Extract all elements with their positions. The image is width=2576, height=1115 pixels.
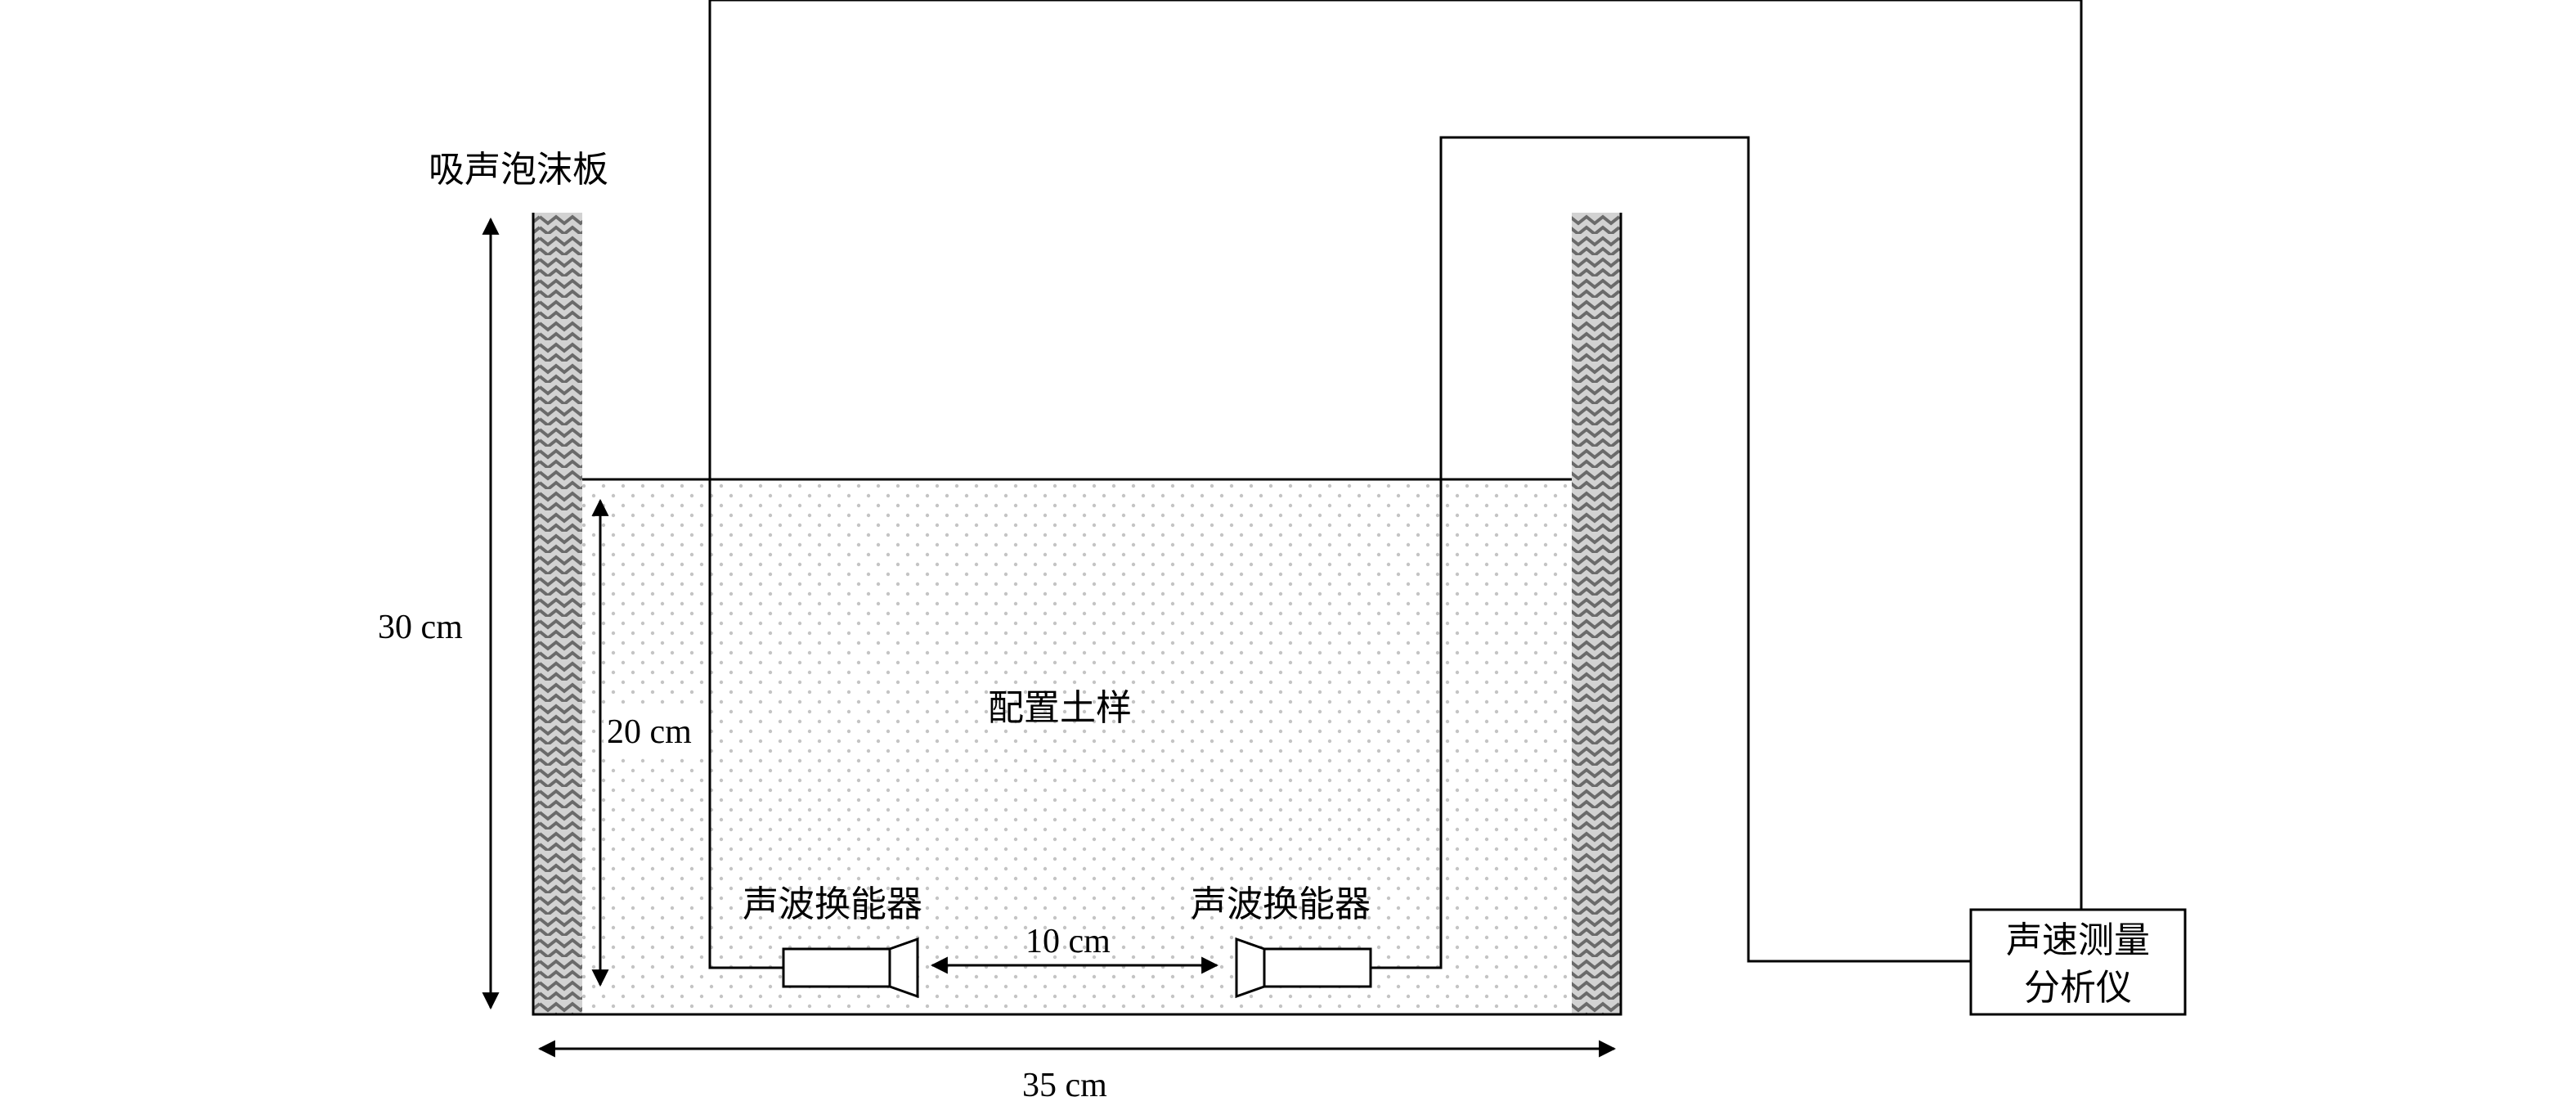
container-outline [532,213,1622,1016]
analyzer-label-line2: 分析仪 [2024,968,2132,1008]
transducer-right [1235,937,1372,999]
analyzer-box [1969,908,2187,1016]
transducer-right-label: 声波换能器 [1191,884,1371,924]
transducer-spacing-label: 10 cm [1025,923,1111,960]
transducer-left [782,937,919,999]
height-total-label: 30 cm [378,609,463,646]
soil-sample-label: 配置土样 [988,688,1132,728]
foam-board-left [533,213,582,1014]
wire-left-transducer [708,0,2083,969]
soil-height-label-bg [604,708,705,754]
analyzer-label-line1: 声速测量 [2006,920,2150,960]
width-total-label: 35 cm [1022,1067,1107,1104]
height-soil-label: 20 cm [607,713,692,751]
foam-board-right [1572,213,1621,1014]
wire-right-transducer [1371,136,1971,969]
soil-sample-region [533,479,1572,1014]
transducer-left-label: 声波换能器 [743,884,922,924]
foam-board-label: 吸声泡沫板 [429,150,608,190]
